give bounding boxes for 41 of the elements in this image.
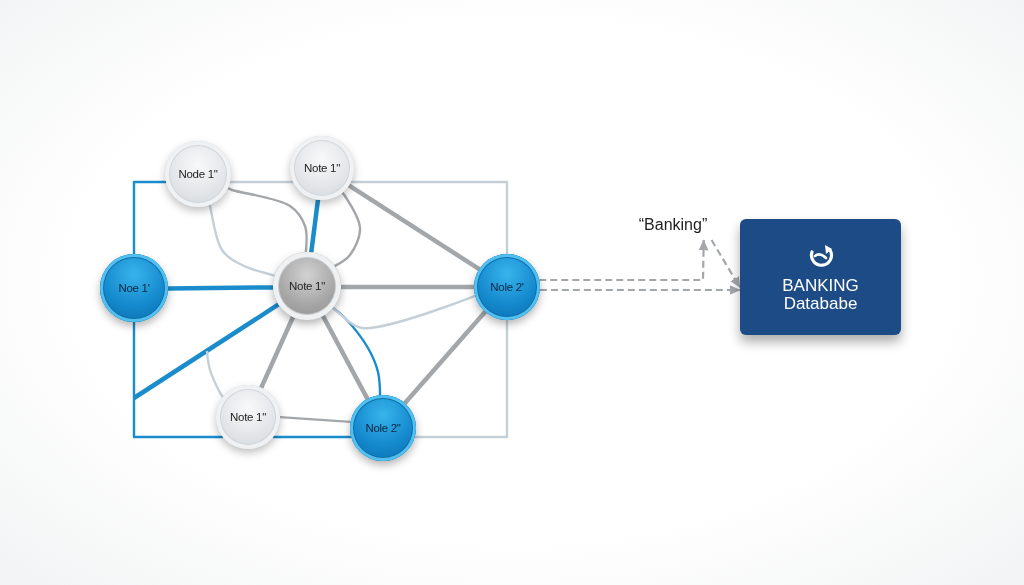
node-label: Nole 2" [365, 422, 401, 434]
connector-line [341, 284, 474, 290]
node-label: Note 1" [304, 162, 340, 174]
dashed-arrow [539, 239, 709, 282]
connector-line [350, 180, 509, 254]
connector-line [321, 314, 370, 400]
connector-line [205, 350, 224, 398]
node-label: Noe 1' [118, 282, 150, 294]
connector-line [132, 322, 223, 439]
connector-line [414, 320, 509, 439]
dashed-arrow [539, 285, 741, 295]
annotation-label: “Banking” [638, 216, 708, 234]
connector-line [332, 294, 476, 330]
connector-line [208, 204, 275, 277]
connector-line [279, 415, 351, 424]
connector-line [132, 302, 280, 400]
connector-line [132, 180, 166, 254]
node-circle [290, 136, 354, 200]
connector-line [167, 285, 274, 291]
node-circle [216, 385, 280, 449]
dashed-arrow [710, 239, 741, 289]
node-circle [474, 254, 540, 320]
node-circle [100, 254, 168, 322]
connector-line [273, 435, 352, 439]
connector-line [309, 199, 321, 253]
node-label: Note 1" [289, 280, 325, 292]
node-label: Note 1" [230, 411, 266, 423]
node-label: Nole 2' [490, 281, 524, 293]
node-circle [165, 141, 231, 207]
connector-line [259, 316, 296, 389]
node-circle [350, 395, 416, 461]
box-title: BANKING Datababe [781, 277, 860, 312]
connector-line [334, 191, 362, 268]
connector-line [230, 180, 294, 184]
connector-line [347, 183, 481, 272]
connector-line [403, 310, 487, 405]
connector-line [227, 186, 308, 253]
connector-line [332, 306, 382, 396]
node-label: Node 1" [178, 168, 218, 180]
database-box [740, 219, 901, 335]
node-circle [273, 252, 341, 320]
